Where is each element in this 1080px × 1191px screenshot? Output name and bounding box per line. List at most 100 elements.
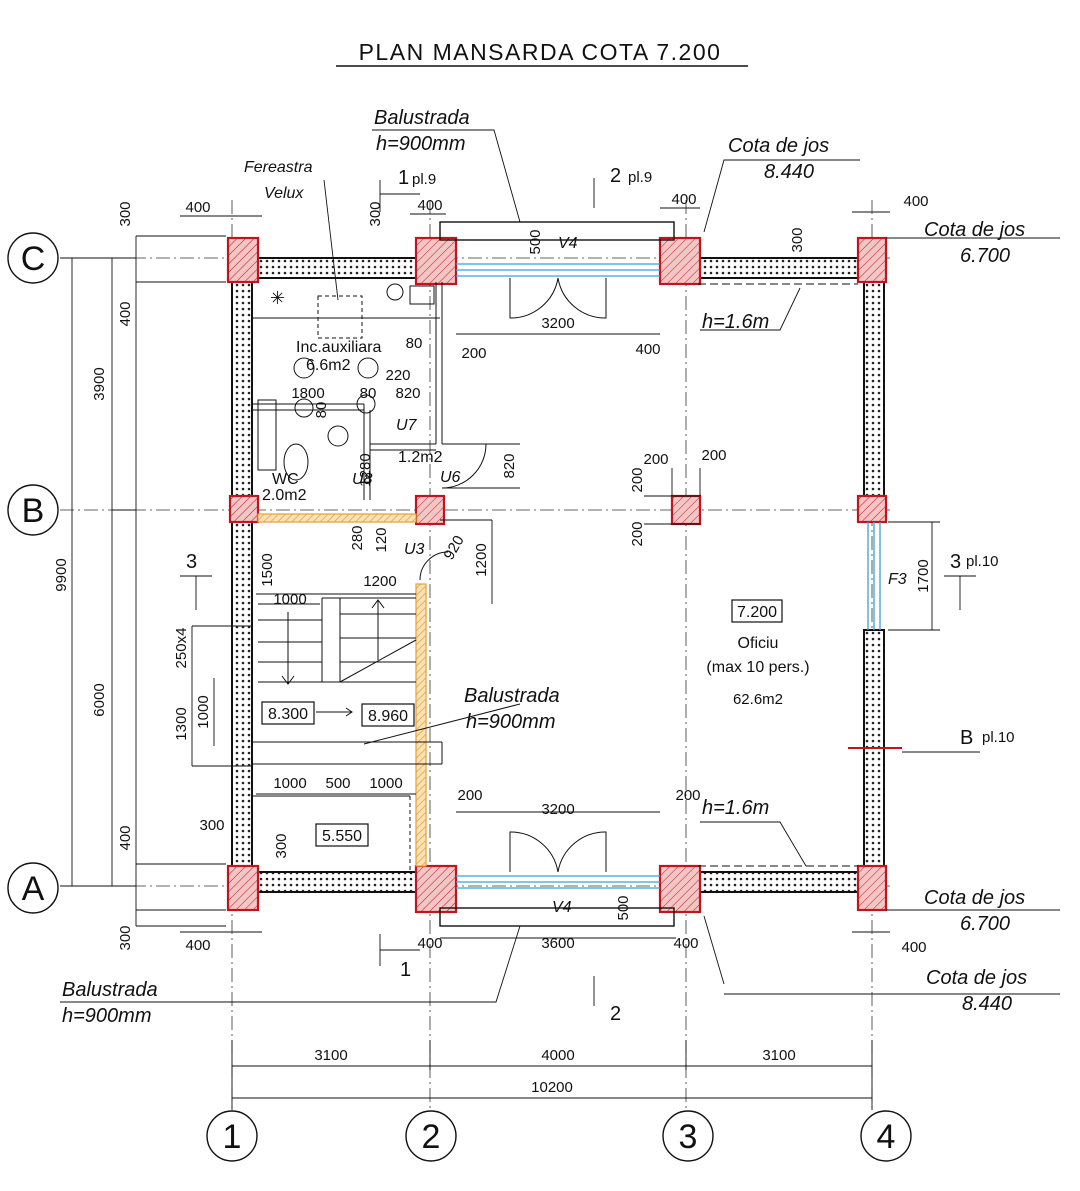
dim-top-400-col2: 400 — [417, 197, 442, 214]
axis-label-c: C — [21, 240, 46, 278]
wall-left-lower — [231, 521, 253, 868]
axis-bubble-2 — [405, 1110, 457, 1162]
dim-1000-v: 1000 — [195, 695, 212, 728]
cota-right-2-value: 6.700 — [960, 913, 1010, 935]
wall-left-upper — [231, 281, 253, 498]
dim-top-400-left: 400 — [185, 199, 210, 216]
column-b2 — [414, 494, 446, 526]
opening-v4-top: V4 — [558, 235, 578, 252]
wall-bottom-right — [696, 871, 861, 893]
axis-bubble-4 — [860, 1110, 912, 1162]
dim-left-400-bot: 400 — [117, 825, 134, 850]
dim-920: 920 — [440, 533, 467, 563]
dim-bot-400-col3: 400 — [673, 935, 698, 952]
dim-1500: 1500 — [259, 553, 276, 586]
cota-top-right-label: Cota de jos — [728, 135, 829, 157]
column-c2 — [414, 236, 458, 286]
dim-80-b: 80 — [360, 385, 377, 402]
room-inc-aux-area: 6.6m2 — [306, 357, 351, 374]
dim-1000-a: 1000 — [273, 591, 306, 608]
section-2-bottom: 2 — [610, 1003, 621, 1025]
axis-label-a: A — [22, 870, 45, 908]
balustrada-bottom-label: Balustrada — [62, 979, 158, 1001]
dim-500-mid: 500 — [325, 775, 350, 792]
axis-bubble-b — [7, 484, 59, 536]
column-a1 — [226, 864, 260, 912]
column-c4 — [856, 236, 888, 284]
room-inc-aux-name: Inc.auxiliara — [296, 339, 381, 356]
dim-80-a: 80 — [406, 335, 423, 352]
column-a2 — [414, 864, 458, 914]
stair-level-2: 8.960 — [368, 708, 408, 725]
cota-top-right-value: 8.440 — [764, 161, 814, 183]
dim-250x4: 250x4 — [173, 628, 190, 669]
section-1-top-ref: pl.9 — [412, 171, 436, 188]
opening-v4-bottom: V4 — [552, 899, 572, 916]
wall-top-right — [696, 257, 861, 279]
balcony-bottom — [439, 907, 675, 927]
column-b3 — [670, 494, 702, 526]
axis-label-b: B — [22, 492, 45, 530]
office-area: 62.6m2 — [733, 691, 783, 708]
axis-label-3: 3 — [679, 1118, 698, 1156]
dim-200-col3-b: 200 — [701, 447, 726, 464]
dim-left-6000: 6000 — [91, 683, 108, 716]
column-c3 — [658, 236, 702, 286]
opening-u8: U8 — [352, 471, 373, 488]
dim-top-3200: 3200 — [541, 315, 574, 332]
dim-top-300-right: 300 — [789, 227, 806, 252]
dim-280: 280 — [349, 525, 366, 550]
balustrada-top-height: h=900mm — [376, 133, 466, 155]
axis-bubble-a — [7, 862, 59, 914]
dim-bot-400-left: 400 — [185, 937, 210, 954]
orange-partitions — [257, 513, 427, 867]
dim-bottom-total: 10200 — [531, 1079, 573, 1096]
column-a3 — [658, 864, 702, 914]
cota-bottom-right-value: 8.440 — [962, 993, 1012, 1015]
column-c1 — [226, 236, 260, 284]
dim-300-stair2: 300 — [273, 833, 290, 858]
dim-120: 120 — [373, 527, 390, 552]
dim-1800: 1800 — [291, 385, 324, 402]
section-b-right-ref: pl.10 — [982, 729, 1015, 746]
dimension-lines — [60, 207, 940, 1110]
doors — [419, 277, 607, 873]
column-b4 — [856, 494, 888, 524]
office-level: 7.200 — [737, 604, 777, 621]
dim-left-300-top: 300 — [117, 201, 134, 226]
section-3-right-ref: pl.10 — [966, 553, 999, 570]
dim-left-total: 9900 — [53, 558, 70, 591]
section-2-top: 2 — [610, 165, 621, 187]
office-name: Oficiu — [738, 635, 779, 652]
dim-1300: 1300 — [173, 707, 190, 740]
dim-left-300-bot: 300 — [117, 925, 134, 950]
wall-top-left — [254, 257, 421, 279]
cota-right-1-value: 6.700 — [960, 245, 1010, 267]
dim-top-200: 200 — [461, 345, 486, 362]
dim-top-400-col3: 400 — [671, 191, 696, 208]
balcony-top — [439, 221, 675, 241]
room-hall-area: 1.2m2 — [398, 449, 443, 466]
partitions — [252, 282, 443, 500]
dim-bottom-3100-b: 3100 — [762, 1047, 795, 1064]
section-1-bottom: 1 — [400, 959, 411, 981]
fereastra-label: Fereastra — [244, 159, 313, 176]
dim-1700: 1700 — [915, 559, 932, 592]
stair-level-1-box — [261, 701, 315, 725]
cota-bottom-right-label: Cota de jos — [926, 967, 1027, 989]
column-b1 — [228, 494, 260, 524]
dim-1200-v: 1200 — [473, 543, 490, 576]
dim-1000-c: 1000 — [369, 775, 402, 792]
dim-bottom-4000: 4000 — [541, 1047, 574, 1064]
leader-lines — [60, 129, 1060, 1006]
stair-level-3: 5.550 — [322, 828, 362, 845]
section-3-left: 3 — [186, 551, 197, 573]
opening-u6: U6 — [440, 469, 461, 486]
stair-level-2-box — [361, 703, 415, 727]
dim-bot-400-right: 400 — [901, 939, 926, 956]
cota-right-1-label: Cota de jos — [924, 219, 1025, 241]
dim-bottom-3100-a: 3100 — [314, 1047, 347, 1064]
dim-bot-500: 500 — [615, 895, 632, 920]
dim-200-col3-a: 200 — [643, 451, 668, 468]
